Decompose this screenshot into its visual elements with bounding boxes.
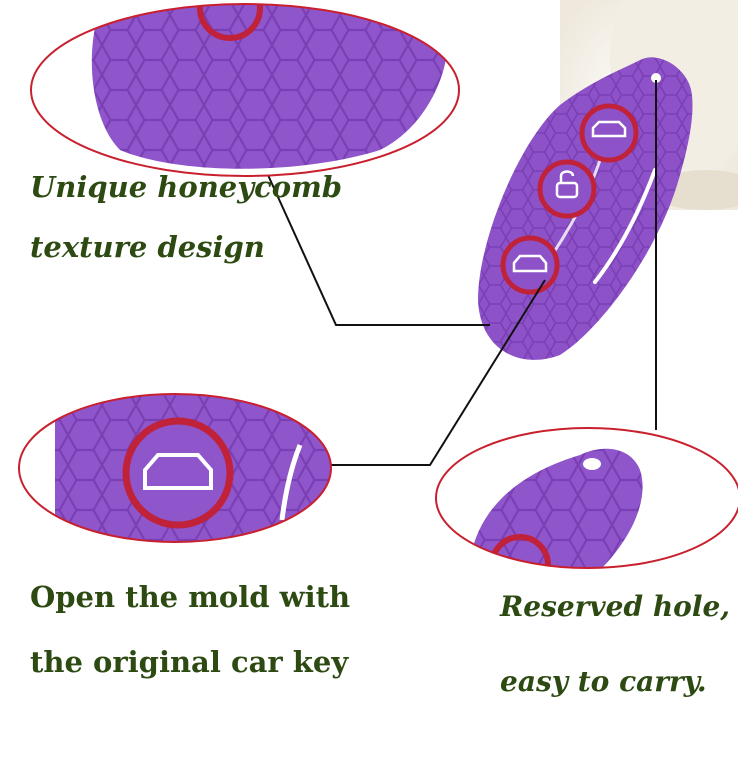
button-car-open [579,103,639,163]
caption-texture-line2: texture design [30,230,265,264]
button-car-roof [500,235,560,295]
callout-texture-zoom [30,3,460,177]
button-unlock [537,159,597,219]
caption-hole-line1: Reserved hole, [500,590,731,623]
key-fob-case [478,57,693,360]
car-open-icon [591,120,627,138]
callout-button-zoom [18,393,332,543]
caption-hole-line2: easy to carry. [500,665,707,698]
caption-texture-line1: Unique honeycomb [30,170,343,204]
lock-open-icon [555,181,579,199]
car-roof-icon [512,254,548,273]
keyring-hole [651,73,661,83]
caption-mold-line1: Open the mold with [30,580,351,614]
callout-lines [267,80,657,466]
caption-mold-line2: the original car key [30,645,349,679]
callout-hole-zoom [435,427,738,569]
